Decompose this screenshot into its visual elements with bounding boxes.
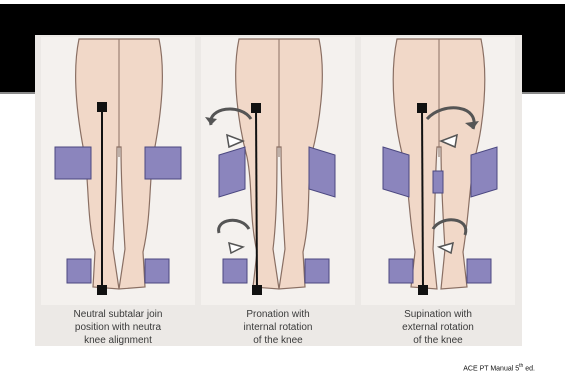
panel-pronation (201, 37, 355, 305)
caption-supination: Supination with external rotation of the… (361, 308, 515, 347)
panel-supination (361, 37, 515, 305)
source-citation: ACE PT Manual 5th ed. (463, 363, 535, 372)
legs-pronation-illustration (201, 37, 355, 305)
caption-neutral: Neutral subtalar join position with neut… (41, 308, 195, 347)
panel-neutral (41, 37, 195, 305)
caption-pronation: Pronation with internal rotation of the … (201, 308, 355, 347)
legs-supination-illustration (361, 37, 515, 305)
source-suffix: ed. (523, 365, 535, 372)
alignment-figure: Neutral subtalar join position with neut… (35, 35, 522, 346)
legs-neutral-illustration (41, 37, 195, 305)
source-text: ACE PT Manual 5 (463, 365, 519, 372)
